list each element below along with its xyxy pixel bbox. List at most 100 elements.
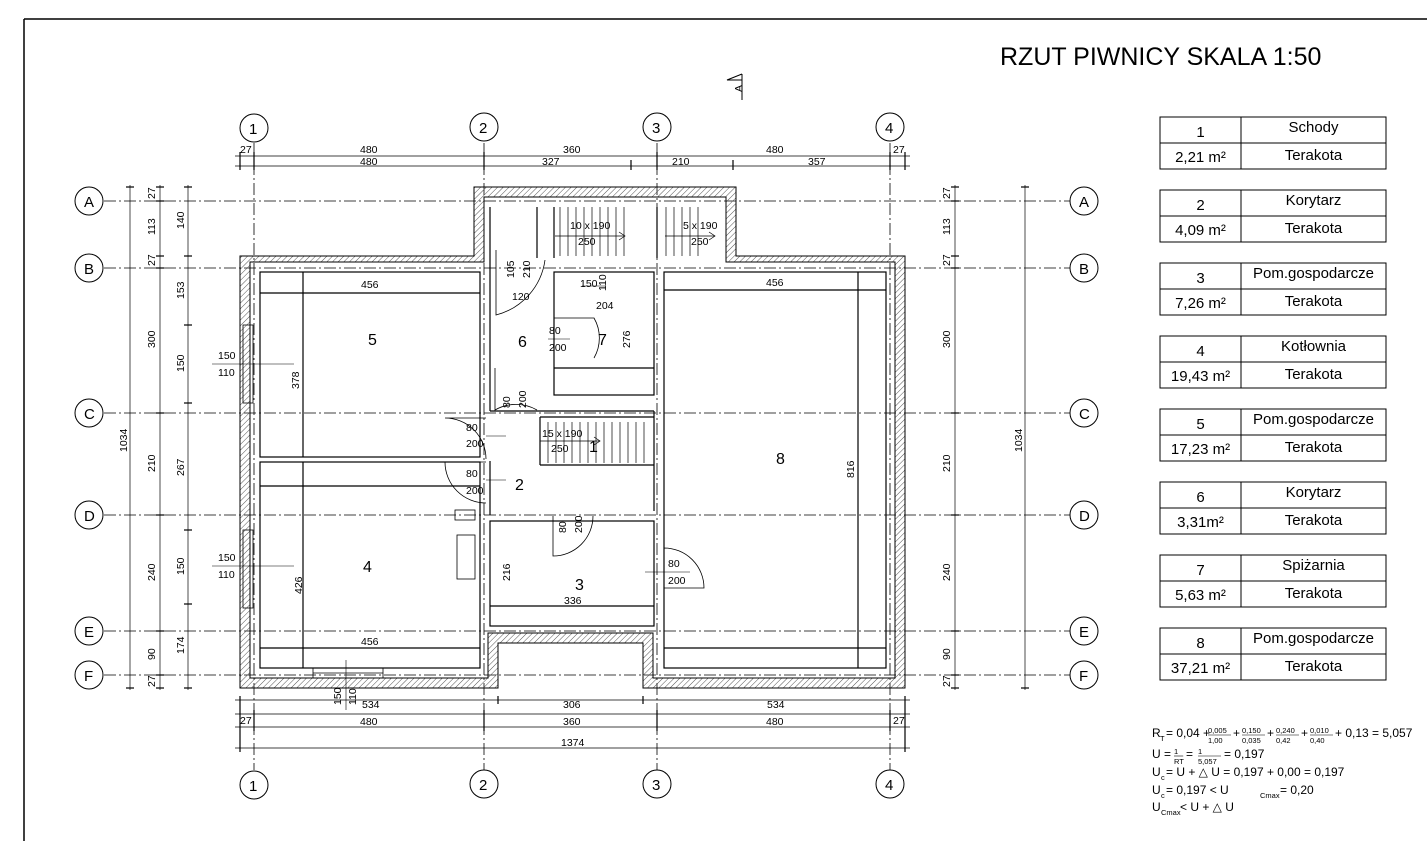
dim-left-c1-7: 27 — [146, 675, 158, 687]
win-r7-b: 110 — [597, 274, 609, 291]
dim-left-c1-4: 210 — [146, 454, 158, 472]
dim-left-c1-6: 90 — [146, 648, 158, 660]
r7-height: 276 — [621, 330, 633, 348]
dim-bottom-wall-left: 27 — [240, 715, 252, 727]
axis-col-1-top: 1 — [249, 121, 257, 138]
stairs — [540, 207, 716, 463]
formula-uc1: U — [1152, 765, 1161, 779]
win-bottom-b: 110 — [347, 688, 359, 705]
dim-bottom-inner-1: 534 — [362, 699, 380, 711]
doors — [242, 250, 705, 679]
dimension-lines — [129, 155, 1026, 749]
dim-bottom-mid-2: 360 — [563, 716, 581, 728]
room-number-1: 1 — [589, 439, 598, 456]
legend-room-floor: Terakota — [1285, 220, 1343, 237]
dim-right-c-7: 27 — [941, 675, 953, 687]
dim-left-c1-3: 300 — [146, 330, 158, 348]
dim-right-c-2: 27 — [941, 254, 953, 266]
dim-top-inner-1: 480 — [360, 156, 378, 168]
formula-plus: + — [1301, 726, 1308, 740]
axis-col-4-bottom: 4 — [885, 777, 893, 794]
dim-top-inner-4: 357 — [808, 156, 826, 168]
dim-left-c2-4: 150 — [175, 557, 187, 575]
dim-left-total: 1034 — [118, 428, 130, 452]
formula-frac-2-den: 0,42 — [1276, 736, 1291, 745]
stair-mid-len: 250 — [551, 443, 569, 455]
dim-right-c-0: 27 — [941, 187, 953, 199]
legend-room-name: Kotłownia — [1281, 338, 1347, 355]
door-r8-b: 200 — [668, 575, 686, 587]
axis-row-A-right: A — [1079, 194, 1089, 211]
door-r3-b: 200 — [573, 515, 585, 533]
dim-left-c2-3: 267 — [175, 458, 187, 476]
legend-room-number: 2 — [1196, 197, 1204, 214]
legend-room-floor: Terakota — [1285, 147, 1343, 164]
formula-uc1-rest: = U + △ U = 0,197 + 0,00 = 0,197 — [1166, 765, 1345, 779]
dim-left-c2-2: 150 — [175, 354, 187, 372]
formula-uc2-sub: c — [1161, 791, 1165, 800]
room-number-6: 6 — [518, 334, 527, 351]
win-l-top-a: 150 — [218, 350, 236, 362]
formula-rt-tail: + 0,13 = 5,057 — [1335, 726, 1413, 740]
legend-room-number: 6 — [1196, 489, 1204, 506]
axis-row-E-left: E — [84, 624, 94, 641]
room-number-3: 3 — [575, 577, 584, 594]
legend-room-number: 1 — [1196, 124, 1204, 141]
outer-walls — [239, 186, 906, 689]
axis-row-B-right: B — [1079, 261, 1089, 278]
formula-uc3: U — [1152, 800, 1161, 814]
legend-room-area: 4,09 m² — [1175, 222, 1226, 239]
dim-right-c-3: 300 — [941, 330, 953, 348]
dim-bottom-mid-1: 480 — [360, 716, 378, 728]
legend-room-name: Pom.gospodarcze — [1253, 630, 1374, 647]
window-leader-lines — [212, 285, 690, 710]
dim-left-c2-5: 174 — [175, 636, 187, 654]
axis-row-A-left: A — [84, 194, 94, 211]
r3-height: 216 — [501, 563, 513, 581]
formula-frac-1-num: 0,150 — [1242, 726, 1261, 735]
dim-right-c-4: 210 — [941, 454, 953, 472]
axis-row-C-left: C — [84, 406, 95, 423]
formula-frac-0-den: 1,00 — [1208, 736, 1223, 745]
legend-room-area: 37,21 m² — [1171, 660, 1230, 677]
door-r6-top-w: 120 — [512, 291, 530, 303]
axis-row-D-right: D — [1079, 508, 1090, 525]
legend-room-floor: Terakota — [1285, 512, 1343, 529]
dim-top-outer-3: 480 — [766, 144, 784, 156]
legend-room-area: 17,23 m² — [1171, 441, 1230, 458]
door-r3-a: 80 — [557, 521, 569, 533]
formula-frac-3-den: 0,40 — [1310, 736, 1325, 745]
legend-room-name: Pom.gospodarcze — [1253, 411, 1374, 428]
section-mark-label: A — [733, 85, 745, 92]
legend-room-number: 4 — [1196, 343, 1204, 360]
legend-room-number: 8 — [1196, 635, 1204, 652]
stair-top-a: 10 x 190 — [570, 220, 610, 232]
axis-col-1-bottom: 1 — [249, 778, 257, 795]
dim-top-wall-right: 27 — [893, 144, 905, 156]
dim-left-c1-0: 27 — [146, 187, 158, 199]
section-mark: A — [726, 73, 745, 100]
room-number-7: 7 — [598, 332, 607, 349]
dim-top-inner-2: 327 — [542, 156, 560, 168]
dim-top-outer-1: 480 — [360, 144, 378, 156]
win-l-bot-b: 110 — [218, 569, 235, 581]
legend-room-number: 7 — [1196, 562, 1204, 579]
legend-room-name: Spiżarnia — [1282, 557, 1345, 574]
r5-height: 378 — [290, 371, 302, 389]
formula-plus: + — [1267, 726, 1274, 740]
legend-room-area: 3,31m² — [1177, 514, 1224, 531]
formula-rt-prefix: R — [1152, 726, 1161, 740]
room-number-2: 2 — [515, 477, 524, 494]
r3-width: 336 — [564, 595, 582, 607]
axis-row-F-right: F — [1079, 668, 1088, 685]
formula-frac-2-num: 0,240 — [1276, 726, 1295, 735]
drawing-title: RZUT PIWNICY SKALA 1:50 — [1000, 43, 1321, 71]
dim-bottom-inner-3: 534 — [767, 699, 785, 711]
door-r6-top-a: 105 — [505, 260, 517, 278]
legend-room-area: 7,26 m² — [1175, 295, 1226, 312]
door-r7-b: 200 — [549, 342, 567, 354]
axis-bubbles-rows — [74, 186, 1099, 690]
